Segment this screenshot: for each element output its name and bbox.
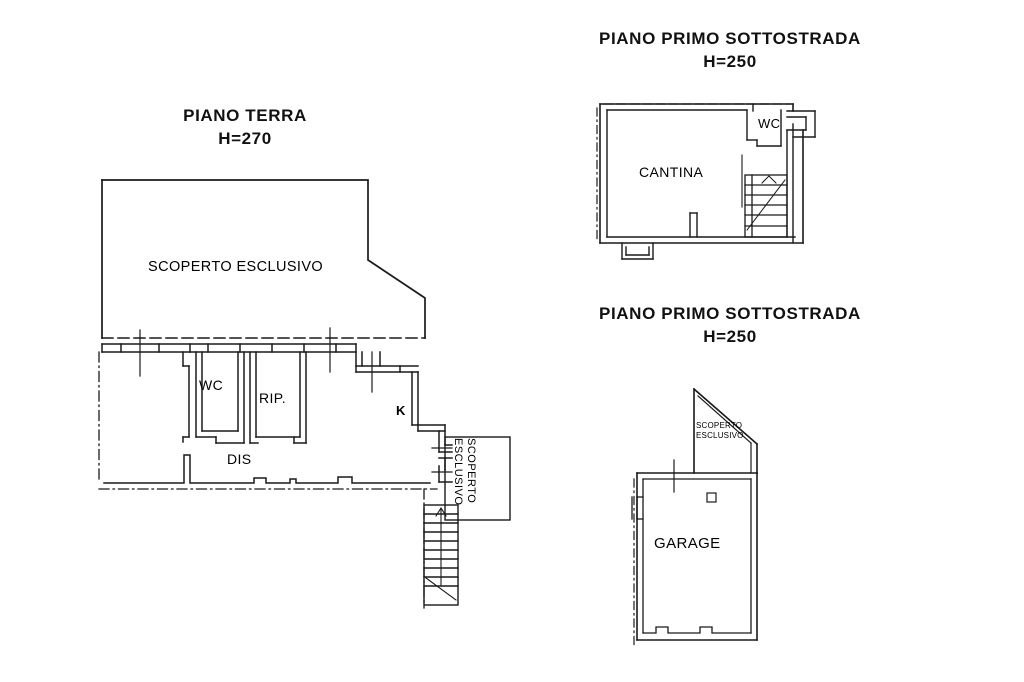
label-scoperto-esclusivo-piano-terra: SCOPERTO ESCLUSIVO (148, 259, 324, 275)
piano-terra-outdoor-stair-area (444, 436, 511, 521)
cantina-staircase (741, 154, 788, 238)
piano-terra-bottom-wall (103, 454, 431, 484)
title-cantina-line2: H=250 (703, 52, 757, 71)
title-piano-terra-line1: PIANO TERRA (183, 106, 307, 125)
title-piano-terra-line2: H=270 (218, 129, 272, 148)
title-piano-terra: PIANO TERRA H=270 (75, 105, 415, 151)
piano-terra-courtyard-outline (101, 179, 426, 339)
label-scoperto-esclusivo-garage-line1: SCOPERTO (696, 421, 743, 430)
label-scoperto-esclusivo-garage-line2: ESCLUSIVO (696, 431, 744, 440)
garage-pillar (706, 492, 717, 503)
piano-terra-window-ticks (139, 327, 453, 473)
label-wc-cantina: WC (758, 116, 781, 131)
piano-terra-interior-walls (182, 351, 307, 444)
garage-outdoor-wedge (692, 387, 759, 474)
garage-outdoor-wedge-inner (697, 395, 752, 474)
title-cantina-line1: PIANO PRIMO SOTTOSTRADA (599, 29, 861, 48)
label-cantina: CANTINA (639, 164, 704, 180)
title-piano-primo-sottostrada-garage: PIANO PRIMO SOTTOSTRADA H=250 (520, 303, 940, 349)
label-scoperto-esclusivo-garage: SCOPERTO ESCLUSIVO (696, 421, 756, 441)
piano-terra-staircase (423, 504, 459, 606)
label-kitchen-piano-terra: K (396, 403, 406, 418)
title-garage-line2: H=250 (703, 327, 757, 346)
garage-outline (636, 472, 758, 641)
label-garage: GARAGE (654, 535, 721, 552)
label-scoperto-esclusivo-stair-line2: ESCLUSIVO (452, 438, 464, 506)
title-piano-primo-sottostrada-cantina: PIANO PRIMO SOTTOSTRADA H=250 (520, 28, 940, 74)
label-rip-piano-terra: RIP. (259, 390, 287, 406)
title-garage-line1: PIANO PRIMO SOTTOSTRADA (599, 304, 861, 323)
label-wc-piano-terra: WC (199, 377, 224, 393)
label-scoperto-esclusivo-stair-line1: SCOPERTO (465, 438, 477, 504)
label-scoperto-esclusivo-stair-area: SCOPERTO ESCLUSIVO (452, 438, 477, 528)
cantina-inner-walls (606, 103, 816, 260)
label-dis-piano-terra: DIS (227, 451, 252, 467)
garage-inner-walls (631, 478, 752, 634)
piano-terra-outer-walls (101, 343, 453, 483)
